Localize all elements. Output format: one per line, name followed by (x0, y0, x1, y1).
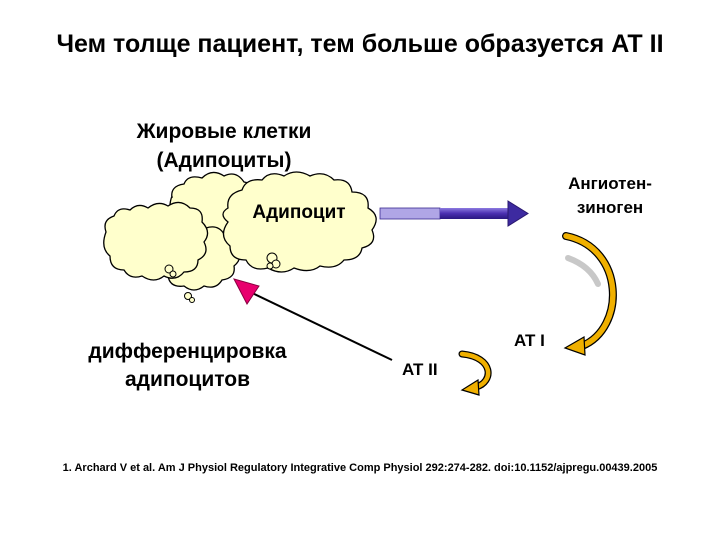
lipid-droplet (189, 297, 195, 303)
lipid-droplets (164, 252, 281, 303)
fat-cell-cluster (103, 171, 377, 291)
at1-label: AT I (514, 331, 545, 350)
angiotensinogen-label: Ангиотен- зиноген (540, 172, 680, 220)
conversion-arrow-at1 (562, 232, 617, 356)
at2-label: AT II (402, 360, 438, 379)
differentiation-label: дифференцировка адипоцитов (60, 338, 315, 394)
angiotensinogen-line2: зиноген (576, 198, 644, 217)
lipid-droplet (164, 264, 174, 274)
secretion-arrow (379, 200, 529, 227)
lipid-droplet (184, 292, 192, 300)
differentiation-pointer (233, 278, 393, 361)
angiotensinogen-line1: Ангиотен- (568, 174, 652, 193)
fat-cells-label-line1: Жировые клетки (136, 120, 312, 143)
slide-title: Чем толще пациент, тем больше образуется… (56, 30, 664, 58)
differentiation-line1: дифференцировка (88, 340, 287, 363)
fat-cell-left (103, 201, 209, 281)
lipid-droplet (266, 262, 274, 270)
adipocyte-label: Адипоцит (252, 202, 346, 223)
fat-cell-main (222, 171, 377, 273)
shadow-arc (565, 255, 601, 287)
conversion-arrow-at2 (458, 350, 492, 396)
differentiation-line2: адипоцитов (125, 368, 250, 391)
citation: 1. Archard V et al. Am J Physiol Regulat… (62, 462, 658, 474)
lipid-droplet (169, 270, 177, 278)
fat-cells-label-line2: (Адипоциты) (156, 149, 292, 172)
fat-cells-label: Жировые клетки (Адипоциты) (104, 117, 344, 175)
